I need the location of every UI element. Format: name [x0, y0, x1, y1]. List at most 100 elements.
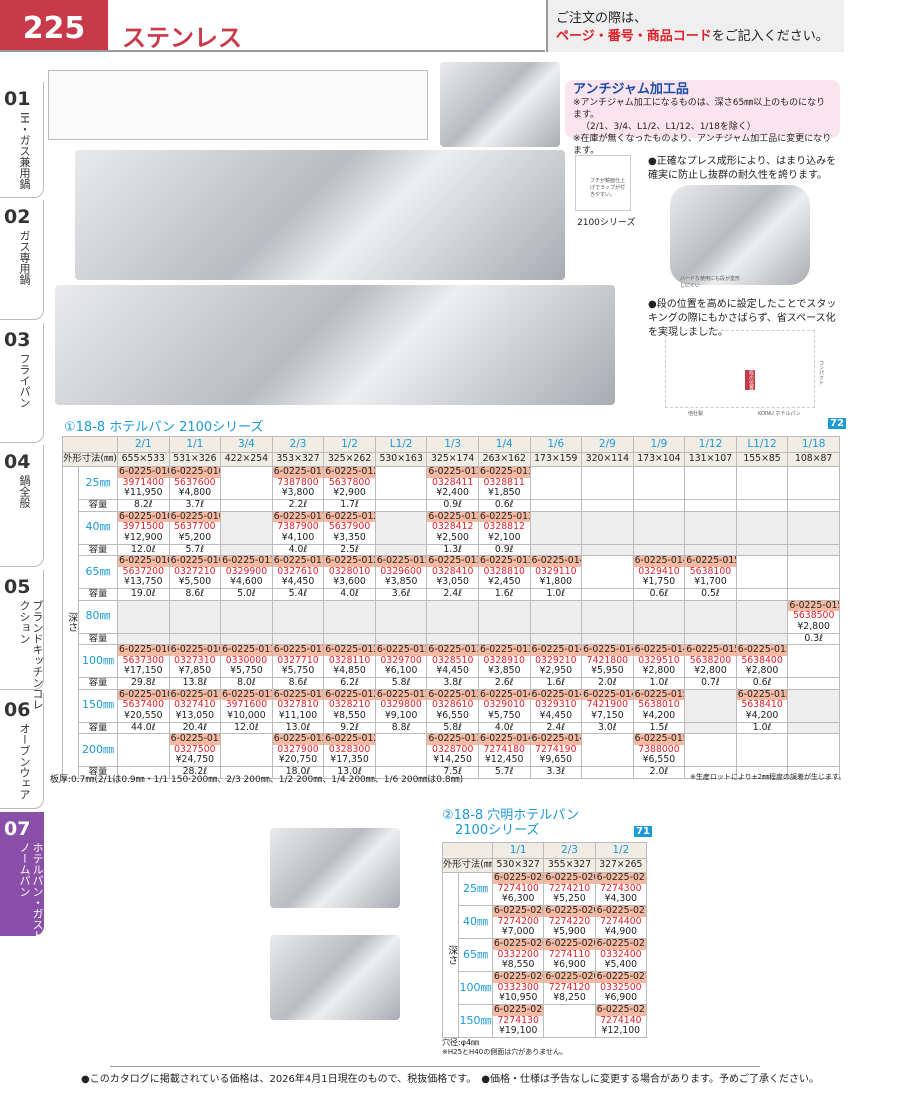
- dim-label: 外形寸法(㎜): [62, 452, 118, 467]
- product-cell: 6-0225-02120332400¥5,400: [594, 938, 648, 972]
- empty-cell: [581, 510, 634, 545]
- rim-illustration: フチが鏡面仕上げでラップが付きやすい。: [575, 155, 631, 211]
- empty-cell: [632, 599, 686, 634]
- product-cell: 6-0225-02147274140¥12,100: [594, 1004, 648, 1038]
- product-cell: 6-0225-01130330000¥5,750: [220, 644, 273, 678]
- empty-cell: [735, 543, 789, 556]
- depth-value: 80㎜: [78, 599, 118, 634]
- item-code: 6-0225-0209: [544, 972, 595, 983]
- item-code: 6-0225-0136: [479, 467, 530, 478]
- empty-cell: [735, 510, 789, 545]
- empty-cell: [735, 499, 789, 512]
- empty-cell: [220, 466, 273, 500]
- table-row: 100㎜6-0225-01045637300¥17,1506-0225-0109…: [63, 644, 840, 678]
- item-code: 6-0225-0119: [273, 690, 323, 701]
- product-code: 7388000: [638, 743, 680, 755]
- product-code: 7274210: [548, 882, 591, 894]
- product-code: 0328810: [483, 565, 525, 577]
- price: ¥9,100: [384, 709, 418, 721]
- product-cell: 6-0225-02130332500¥6,900: [594, 971, 648, 1005]
- empty-cell: [787, 510, 840, 545]
- item-code: 6-0225-0155: [737, 690, 787, 701]
- price: ¥17,350: [330, 754, 369, 766]
- empty-cell: [374, 599, 428, 634]
- tab-label: オーブンウェア: [18, 723, 31, 800]
- empty-cell: [787, 766, 840, 779]
- capacity: 4.0ℓ: [271, 543, 325, 556]
- empty-cell: [374, 632, 428, 645]
- empty-cell: [581, 766, 634, 779]
- tab-number: 06: [4, 699, 31, 721]
- size-header: 2/3: [271, 436, 325, 453]
- capacity-label: 容量: [78, 588, 118, 601]
- table-row: 深さ25㎜6-0225-02017274100¥6,3006-0225-0206…: [442, 872, 648, 1038]
- product-cell: 6-0225-01400329010¥5,750: [477, 688, 531, 723]
- capacity: 9.2ℓ: [323, 721, 376, 734]
- empty-cell: [117, 599, 170, 634]
- price: ¥12,100: [601, 1025, 641, 1037]
- price: ¥13,050: [175, 709, 215, 721]
- price: ¥4,450: [436, 665, 469, 677]
- product-cell: 6-0225-01100327410¥13,050: [168, 688, 222, 723]
- product-cell: 6-0225-01525638100¥1,700: [684, 555, 737, 589]
- empty-cell: [426, 599, 479, 634]
- empty-cell: [632, 510, 686, 545]
- dimension: 531×326: [168, 452, 222, 467]
- empty-cell: [220, 599, 273, 634]
- item-code: 6-0225-0130: [427, 467, 478, 478]
- capacity: 4.0ℓ: [323, 588, 376, 601]
- capacity: 1.6ℓ: [477, 588, 531, 601]
- price: ¥2,100: [487, 531, 521, 543]
- product-code: 0328411: [431, 476, 474, 488]
- empty-cell: [735, 632, 789, 645]
- capacity-label: 容量: [78, 543, 118, 556]
- empty-cell: [117, 733, 170, 767]
- product-code: 5637700: [174, 521, 216, 533]
- depth-value: 25㎜: [78, 466, 118, 500]
- dimension: 327×265: [594, 858, 648, 873]
- product-code: 7387800: [277, 476, 319, 488]
- step-label: 段の位置: [745, 370, 755, 390]
- product-cell: 6-0225-02040332300¥10,950: [491, 971, 545, 1005]
- item-code: 6-0225-0107: [170, 512, 220, 523]
- depth-value: 40㎜: [458, 905, 493, 939]
- capacity: 1.0ℓ: [529, 588, 583, 601]
- price: ¥10,000: [227, 709, 266, 721]
- rim-note: フチが鏡面仕上げでラップが付きやすい。: [590, 178, 626, 198]
- product-code: 5637800: [328, 476, 371, 488]
- product-code: 5638500: [792, 610, 835, 622]
- size-header: L1/2: [374, 436, 428, 453]
- empty-cell: [632, 499, 686, 512]
- empty-cell: [787, 466, 840, 500]
- empty-cell: [735, 588, 789, 601]
- empty-cell: [477, 599, 531, 634]
- dimension: 263×162: [477, 452, 531, 467]
- product-code: 0328412: [431, 521, 474, 533]
- price: ¥2,400: [436, 487, 469, 499]
- depth-label: 深さ: [442, 872, 459, 1038]
- capacity: 5.8ℓ: [374, 677, 428, 690]
- table1-title: ①18-8 ホテルパン 2100シリーズ: [64, 420, 264, 435]
- empty-cell: [684, 688, 737, 723]
- product-code: 0332300: [497, 981, 539, 993]
- product-code: 7274400: [600, 915, 642, 927]
- item-code: 6-0225-0109: [170, 645, 220, 656]
- item-code: 6-0225-0112: [221, 556, 272, 567]
- sidebar-tab-06[interactable]: 06 オーブンウェア: [0, 693, 44, 809]
- depth-value: 65㎜: [458, 938, 493, 972]
- thickness-note: 板厚:0.7㎜(2/1は0.9㎜・1/1 150·200㎜、2/3 200㎜、1…: [50, 775, 464, 785]
- capacity: 1.6ℓ: [529, 677, 583, 690]
- price: ¥3,350: [333, 531, 366, 543]
- capacity: 2.4ℓ: [426, 588, 479, 601]
- capacity: 2.5ℓ: [323, 543, 376, 556]
- depth-value: 65㎜: [78, 555, 118, 589]
